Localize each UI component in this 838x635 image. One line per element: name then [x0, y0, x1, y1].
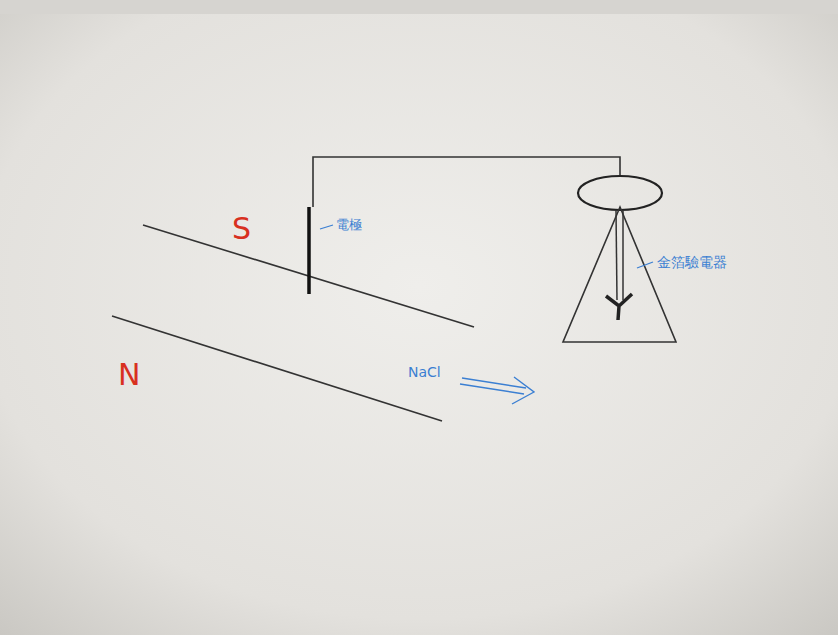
flow-arrow — [460, 377, 534, 404]
pole-label: S — [232, 214, 251, 244]
electroscope-disk — [578, 176, 662, 210]
leader-line — [637, 262, 653, 268]
electrode — [307, 207, 311, 294]
pole-label: N — [118, 360, 140, 390]
gold-leaves — [606, 294, 632, 320]
magnet-plate-n — [112, 316, 442, 421]
electroscope-jar — [563, 207, 676, 342]
electroscope-stem — [622, 210, 624, 300]
part-label: 金箔驗電器 — [657, 255, 727, 269]
electroscope-stem — [616, 210, 617, 300]
top-edge — [0, 0, 838, 14]
flow-label: NaCl — [408, 365, 441, 379]
leader-line — [320, 225, 333, 229]
wire — [313, 157, 620, 207]
part-label: 電極 — [336, 218, 362, 231]
